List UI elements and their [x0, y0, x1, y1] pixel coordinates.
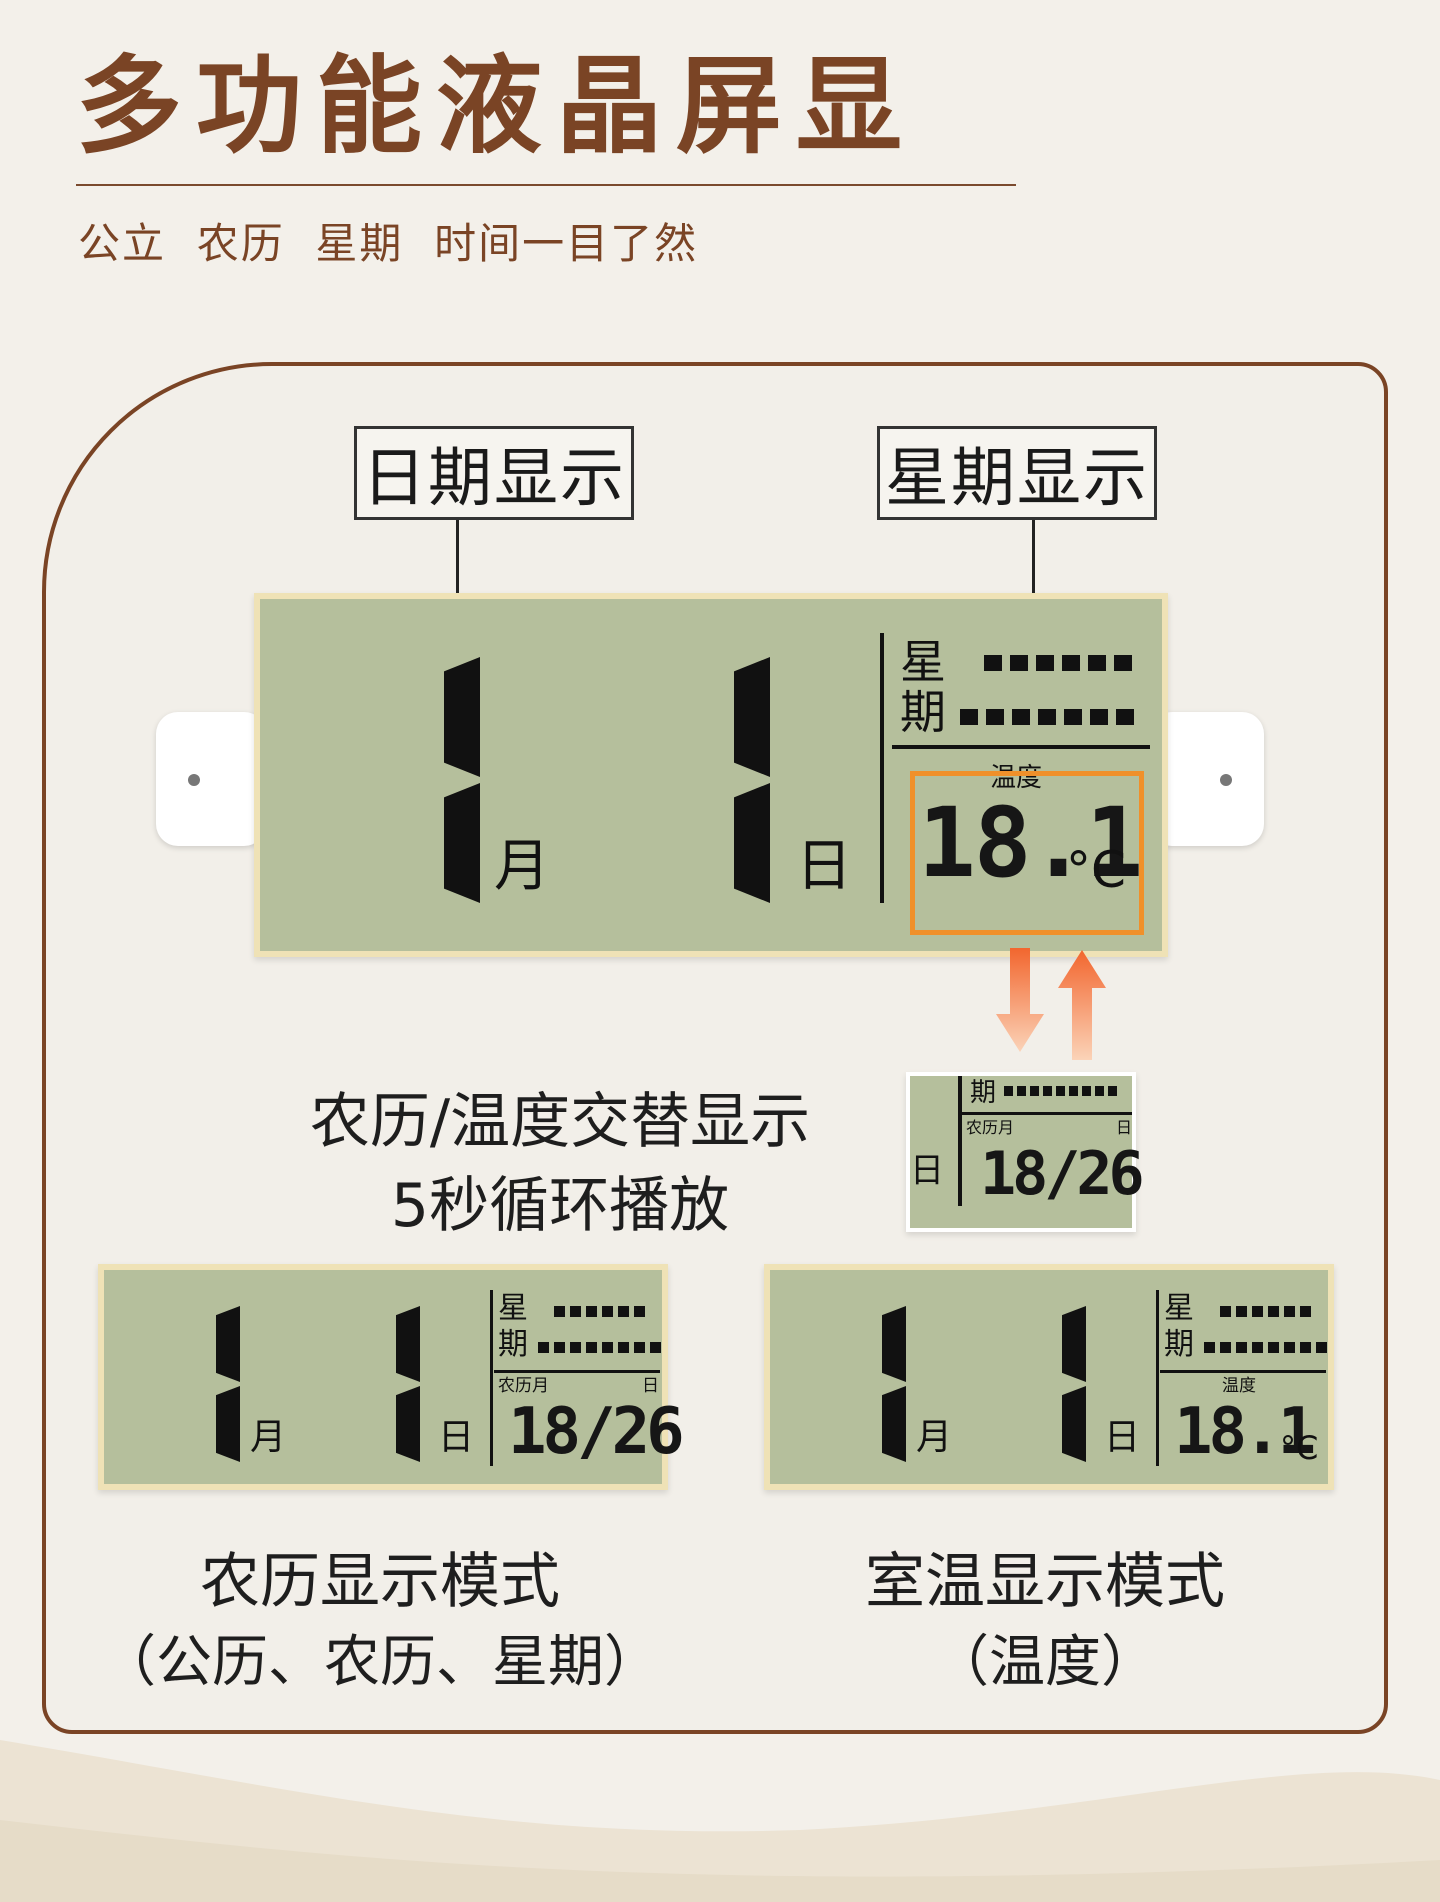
page-title: 多功能液晶屏显 [76, 45, 916, 168]
temp-day-unit: 日 [1104, 1417, 1141, 1458]
left-mount-hole [188, 774, 200, 786]
week-leader-line [1032, 520, 1035, 662]
lunar-mode-caption: 农历显示模式 （公历、农历、星期） [70, 1540, 690, 1702]
temp-mode-value: 18.1 [1174, 1395, 1316, 1469]
temp-day-digit-top [1062, 1306, 1086, 1382]
mini-week-indicator [1004, 1086, 1117, 1096]
lunar-day-digit-top [396, 1306, 420, 1382]
temp-week-indicator-2 [1204, 1342, 1327, 1353]
main-lcd-display: 月 日 星 期 温度 18.1 °C [254, 593, 1168, 957]
temp-week-char-bottom: 期 [1164, 1327, 1194, 1362]
mini-divider-horizontal [962, 1112, 1132, 1115]
content-frame [42, 362, 1388, 1734]
lunar-week-char-top: 星 [498, 1291, 528, 1326]
mini-lunar-label: 农历月 [966, 1118, 1015, 1137]
date-callout: 日期显示 [354, 426, 634, 520]
lunar-day-digit-bottom [396, 1386, 420, 1462]
mini-lunar-value: 18/26 [980, 1139, 1145, 1209]
week-indicator-row-2 [960, 709, 1134, 725]
lunar-month-unit: 月 [250, 1417, 287, 1458]
week-indicator-row-1 [984, 655, 1132, 671]
week-char-bottom: 期 [900, 685, 946, 739]
temp-mode-lcd: 月 日 星 期 温度 18.1 °C [764, 1264, 1334, 1490]
alternate-caption-line-1: 农历/温度交替显示 [309, 1087, 811, 1157]
temp-month-digit-top [882, 1306, 906, 1382]
lunar-divider-horizontal [494, 1370, 660, 1373]
day-digit-top-segment [734, 657, 770, 777]
temperature-highlight-box [910, 771, 1144, 935]
mini-lunar-day-label: 日 [1116, 1118, 1133, 1137]
title-divider [76, 184, 1016, 186]
right-mount-hole [1220, 774, 1232, 786]
temp-mode-label: 温度 [1222, 1376, 1256, 1396]
temp-mode-title: 室温显示模式 [865, 1547, 1225, 1617]
temp-month-unit: 月 [916, 1417, 953, 1458]
date-leader-line [456, 520, 459, 660]
alternate-caption-line-2: 5秒循环播放 [390, 1171, 730, 1241]
month-digit-bottom-segment [444, 783, 480, 903]
temp-divider-vertical [1156, 1290, 1159, 1466]
lcd-divider-horizontal [892, 745, 1150, 749]
day-digit-bottom-segment [734, 783, 770, 903]
temp-divider-horizontal [1160, 1370, 1326, 1373]
temp-mode-subtitle: （温度） [933, 1630, 1157, 1695]
alternate-display-caption: 农历/温度交替显示 5秒循环播放 [270, 1080, 850, 1248]
temp-mode-unit: °C [1280, 1429, 1319, 1467]
lunar-week-indicator-1 [554, 1306, 645, 1317]
mini-week-char: 期 [970, 1078, 997, 1108]
temp-day-digit-bottom [1062, 1386, 1086, 1462]
week-char-top: 星 [900, 635, 946, 689]
lunar-day-unit: 日 [438, 1417, 475, 1458]
temp-label: 温度 [990, 763, 1043, 793]
lunar-month-digit-bottom [216, 1386, 240, 1462]
day-unit-label: 日 [796, 834, 852, 899]
lunar-mode-lcd: 月 日 星 期 农历月 日 18/26 [98, 1264, 685, 1490]
lcd-divider-vertical [880, 633, 884, 903]
temp-unit: °C [1066, 841, 1126, 899]
lunar-mode-day-label: 日 [642, 1376, 659, 1396]
week-callout-label: 星期显示 [885, 442, 1149, 516]
alternate-arrows-icon [996, 948, 1106, 1060]
week-callout: 星期显示 [877, 426, 1157, 520]
lunar-week-char-bottom: 期 [498, 1327, 528, 1362]
temp-value: 18.1 [918, 787, 1143, 899]
temp-mode-caption: 室温显示模式 （温度） [745, 1540, 1345, 1702]
page-subtitle: 公立 农历 星期 时间一目了然 [78, 219, 699, 268]
month-digit-top-segment [444, 657, 480, 777]
temp-week-indicator-1 [1220, 1306, 1311, 1317]
lunar-month-digit-top [216, 1306, 240, 1382]
mini-lunar-lcd: 日 期 农历月 日 18/26 [906, 1072, 1145, 1232]
temp-week-char-top: 星 [1164, 1291, 1194, 1326]
mini-day-unit: 日 [910, 1151, 944, 1191]
month-unit-label: 月 [494, 834, 550, 899]
mini-divider-vertical [958, 1076, 962, 1206]
lunar-mode-label: 农历月 [498, 1376, 549, 1396]
left-mount-tab [156, 712, 266, 846]
right-mount-tab [1150, 712, 1264, 846]
lunar-divider-vertical [490, 1290, 493, 1466]
temp-month-digit-bottom [882, 1386, 906, 1462]
date-callout-label: 日期显示 [362, 442, 626, 516]
lunar-mode-subtitle: （公历、农历、星期） [100, 1630, 660, 1695]
lunar-mode-title: 农历显示模式 [200, 1547, 560, 1617]
lunar-mode-value: 18/26 [508, 1395, 685, 1469]
lunar-week-indicator-2 [538, 1342, 661, 1353]
